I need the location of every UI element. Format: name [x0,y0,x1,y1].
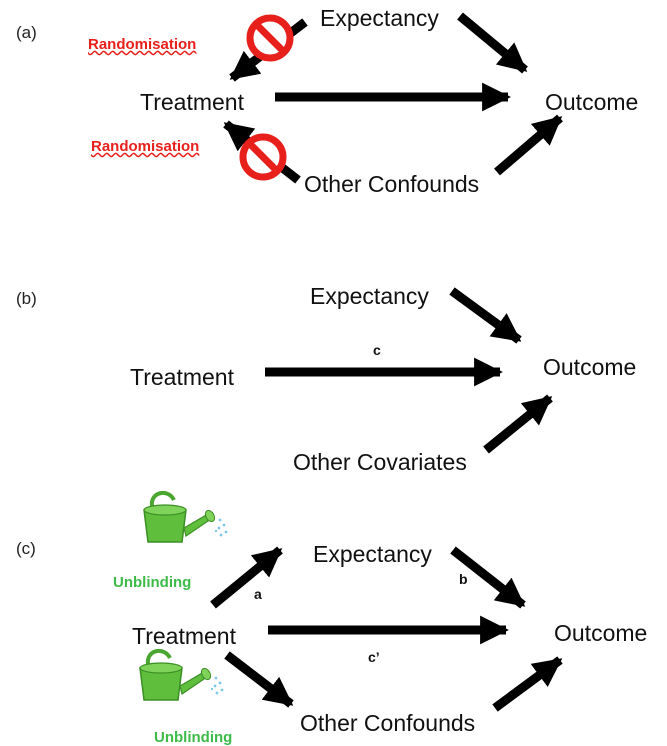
node-expectancy: Expectancy [313,541,432,567]
arrow-c-treatment-expectancy [210,546,283,609]
arrow-c-other-outcome [492,656,563,712]
node-expectancy: Expectancy [310,283,429,309]
node-other-covariates: Other Covariates [293,449,467,475]
edge-label-a: a [254,586,262,602]
node-other-confounds: Other Confounds [304,171,480,197]
watering-can-icon [142,490,230,544]
edge-label-c-prime: c’ [368,649,380,665]
panel-c-arrows [210,546,563,712]
prohibited-icon [250,18,290,58]
arrow-a-other-outcome [494,114,563,176]
node-treatment: Treatment [130,364,234,390]
node-outcome: Outcome [545,89,639,115]
edge-label-b: b [459,571,468,587]
arrow-c-treatment-other [224,651,294,708]
panel-a-arrows [223,12,563,184]
panel-b-arrows [265,287,553,454]
panel-label-b: (b) [16,289,37,308]
arrow-b-other-outcome [483,394,553,454]
edge-label-c: c [373,342,381,358]
node-expectancy: Expectancy [320,5,439,31]
node-outcome: Outcome [554,620,648,646]
panel-label-a: (a) [16,23,37,42]
node-other-confounds: Other Confounds [300,710,476,736]
unblinding-label: Unblinding [154,729,233,746]
randomisation-label: Randomisation [88,36,197,53]
unblinding-label: Unblinding [113,574,192,591]
arrow-c-expectancy-outcome [450,546,526,609]
watering-can-icon [138,648,226,702]
arrow-b-expectancy-outcome [449,287,522,344]
arrow-a-expectancy-outcome [457,12,528,74]
panel-label-c: (c) [16,539,36,558]
randomisation-label: Randomisation [91,138,200,155]
node-treatment: Treatment [140,89,244,115]
prohibited-icon [243,137,283,177]
node-treatment: Treatment [132,623,236,649]
node-outcome: Outcome [543,354,637,380]
